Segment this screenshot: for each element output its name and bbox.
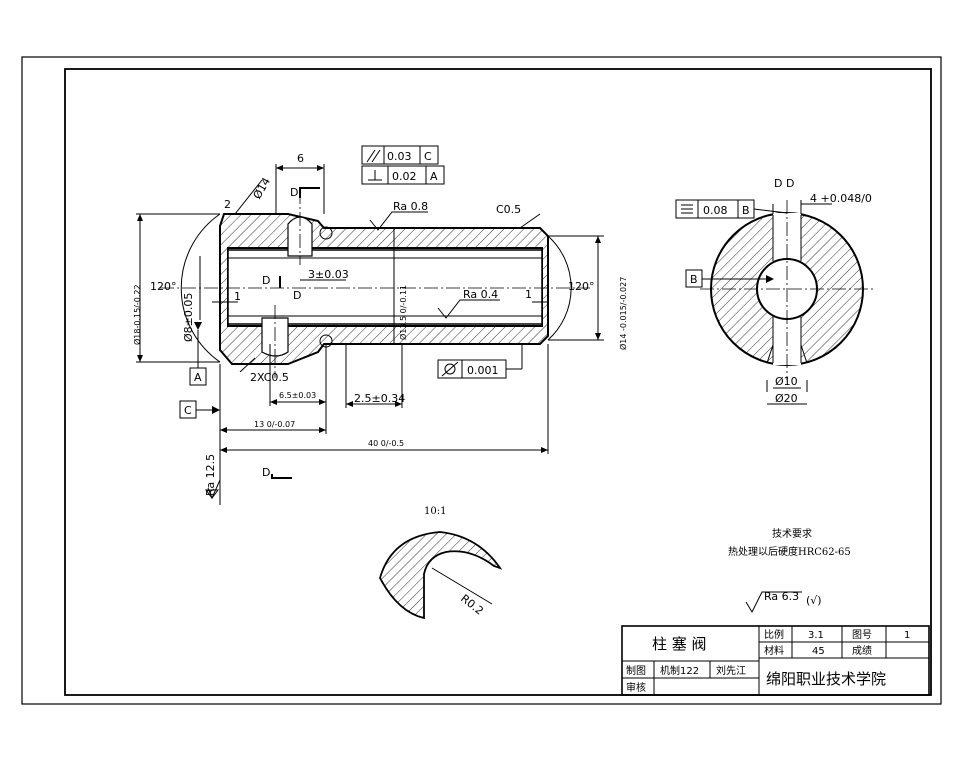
ra-04-symbol xyxy=(437,299,500,319)
main-view xyxy=(136,164,604,505)
section-slot: 4 +0.048/0 xyxy=(810,192,872,205)
drawing-no-label: 图号 xyxy=(852,629,872,641)
inner-border xyxy=(64,68,932,696)
part-name: 柱 塞 阀 xyxy=(652,635,707,653)
dim-phi14-right: Ø14 -0.015/-0.027 xyxy=(618,277,628,350)
cut-label-bottom: D xyxy=(262,466,270,479)
material-value: 45 xyxy=(812,646,825,657)
school-name: 绵阳职业技术学院 xyxy=(766,670,886,688)
datum-a xyxy=(189,322,207,386)
datum-a-label: A xyxy=(194,371,202,384)
dim-40: 40 0/-0.5 xyxy=(368,439,404,448)
scale-value: 3.1 xyxy=(808,630,824,641)
dim-phi18: Ø18-0.15/-0.22 xyxy=(132,284,142,345)
section-title: D D xyxy=(774,177,794,190)
perp-value: 0.02 xyxy=(392,170,417,183)
ra-63: Ra 6.3 xyxy=(764,590,799,603)
dim-6-5: 6.5±0.03 xyxy=(279,391,316,400)
scale-label: 比例 xyxy=(764,628,784,641)
outer-border xyxy=(21,56,942,705)
detail-radius: R0.2 xyxy=(458,592,486,618)
parallel-value: 0.03 xyxy=(387,150,412,163)
perp-ref: A xyxy=(430,170,438,183)
sym-value: 0.08 xyxy=(703,204,728,217)
dim-1-right: 1 xyxy=(525,288,532,301)
dim-6: 6 xyxy=(297,152,304,165)
section-phi10: Ø10 xyxy=(775,375,798,388)
dim-2-5: 2.5±0.34 xyxy=(354,392,405,405)
drawn-by: 刘先江 xyxy=(716,665,746,677)
notes-title: 技术要求 xyxy=(772,527,812,540)
dim-120-left: 120° xyxy=(150,280,177,293)
checked-label: 审核 xyxy=(626,681,646,694)
datum-c-label: C xyxy=(184,404,192,417)
dim-1-left: 1 xyxy=(234,290,241,303)
symmetry-frame xyxy=(675,199,788,219)
dim-3: 3±0.03 xyxy=(308,268,349,281)
section-view xyxy=(700,200,876,405)
dim-phi8: Ø8±0.05 xyxy=(182,293,195,342)
ra-63-symbol xyxy=(745,591,802,614)
ra-04: Ra 0.4 xyxy=(463,288,498,301)
dim-c05: C0.5 xyxy=(496,203,521,216)
material-label: 材料 xyxy=(764,644,784,657)
datum-b-label: B xyxy=(690,273,698,286)
section-phi20: Ø20 xyxy=(775,392,798,405)
datum-b xyxy=(685,269,774,288)
dim-chamfer: 2XC0.5 xyxy=(250,371,289,384)
title-block xyxy=(621,625,930,696)
detail-view xyxy=(379,531,503,620)
dim-13: 13 0/-0.07 xyxy=(254,420,295,429)
dim-120-right: 120° xyxy=(568,280,595,293)
grade-label: 成绩 xyxy=(852,644,872,657)
parallel-tolerance-frame xyxy=(361,145,439,165)
drawing-no-value: 1 xyxy=(904,630,910,641)
ra-125-symbol xyxy=(205,420,221,500)
dim-phi13-5: Ø13.5 0/-0.11 xyxy=(398,285,408,340)
perpendicular-tolerance-frame xyxy=(361,165,445,185)
ra-08-symbol xyxy=(369,211,428,231)
dim-2: 2 xyxy=(224,198,231,211)
ra-125: Ra 12.5 xyxy=(204,454,217,496)
notes-other: (√) xyxy=(806,594,822,607)
notes-line1: 热处理以后硬度HRC62-65 xyxy=(728,545,851,558)
detail-scale: 10:1 xyxy=(424,506,446,517)
parallel-ref: C xyxy=(424,150,432,163)
sym-ref: B xyxy=(742,204,750,217)
dim-phi14: Ø14 xyxy=(251,175,274,201)
cyl-value: 0.001 xyxy=(467,364,499,377)
ra-08: Ra 0.8 xyxy=(393,200,428,213)
cut-label-mid-2: D xyxy=(293,289,301,302)
cut-label-mid-1: D xyxy=(262,274,270,287)
datum-c xyxy=(179,400,220,419)
class-value: 机制122 xyxy=(660,664,699,677)
drawn-label: 制图 xyxy=(626,664,646,677)
cylindricity-frame xyxy=(437,344,523,379)
cut-label-top: D xyxy=(290,186,298,199)
